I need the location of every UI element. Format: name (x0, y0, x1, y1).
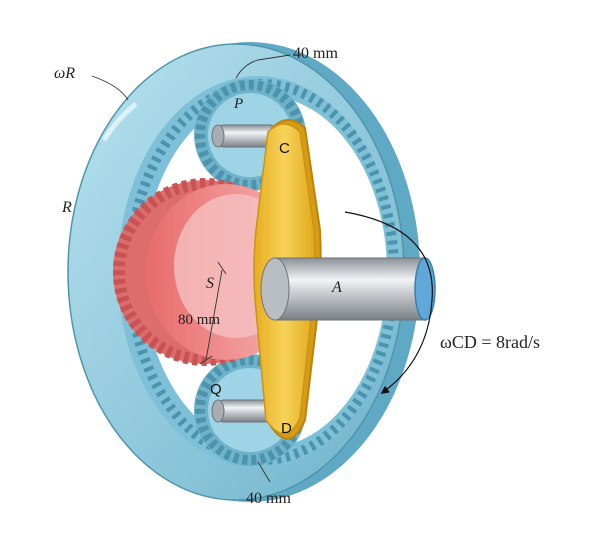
shaft-a (260, 257, 436, 321)
ring-label: R (61, 199, 72, 216)
bottom-dimension-label: 40 mm (246, 490, 291, 507)
planet-p-label: P (233, 96, 243, 112)
sun-label: S (206, 275, 214, 292)
top-dimension-label: 40 mm (293, 45, 338, 62)
sun-radius-label: 80 mm (178, 312, 220, 328)
ring-gear (67, 42, 420, 502)
shaft-a-label: A (331, 279, 342, 296)
omega-r-label: ωR (54, 65, 75, 82)
pin-p (211, 124, 277, 148)
planet-q-label: Q (210, 381, 222, 398)
omega-cd-arrow (344, 211, 433, 394)
arm-d-label: D (281, 420, 292, 437)
omega-cd-label: ωCD = 8rad/s (440, 332, 540, 352)
leader-lines (91, 54, 291, 483)
arm-c-label: C (279, 140, 290, 157)
